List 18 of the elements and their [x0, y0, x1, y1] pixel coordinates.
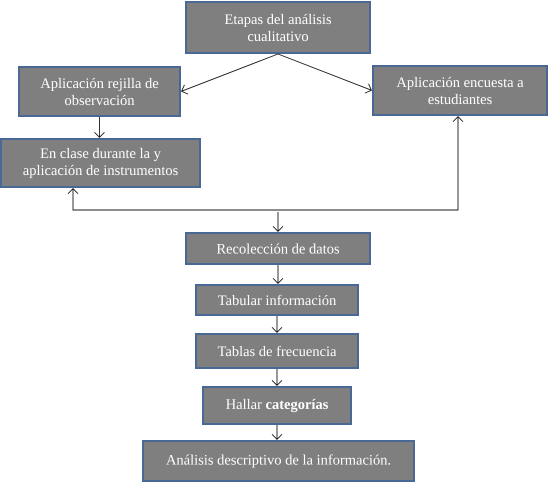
- arrow: [272, 316, 282, 333]
- arrow: [181, 54, 278, 95]
- arrow: [272, 424, 282, 440]
- process-box: Análisis descriptivo de la información.: [142, 440, 415, 482]
- arrow: [272, 368, 282, 386]
- process-box: En clase durante la y aplicación de instrumentos: [0, 138, 201, 188]
- arrow: [272, 212, 284, 232]
- arrow: [272, 264, 284, 284]
- process-box: Tabular información: [195, 284, 359, 316]
- process-box: Tablas de frecuencia: [195, 333, 359, 369]
- process-box: Etapas del análisis cualitativo: [185, 1, 371, 54]
- process-box: Aplicación encuesta a estudiantes: [372, 65, 548, 116]
- arrow: [68, 116, 464, 210]
- process-box: Aplicación rejilla de observación: [18, 66, 181, 117]
- process-box: Recolección de datos: [185, 232, 371, 265]
- arrow: [278, 54, 372, 94]
- process-box: Hallar categorías: [202, 386, 352, 425]
- arrow: [94, 116, 105, 138]
